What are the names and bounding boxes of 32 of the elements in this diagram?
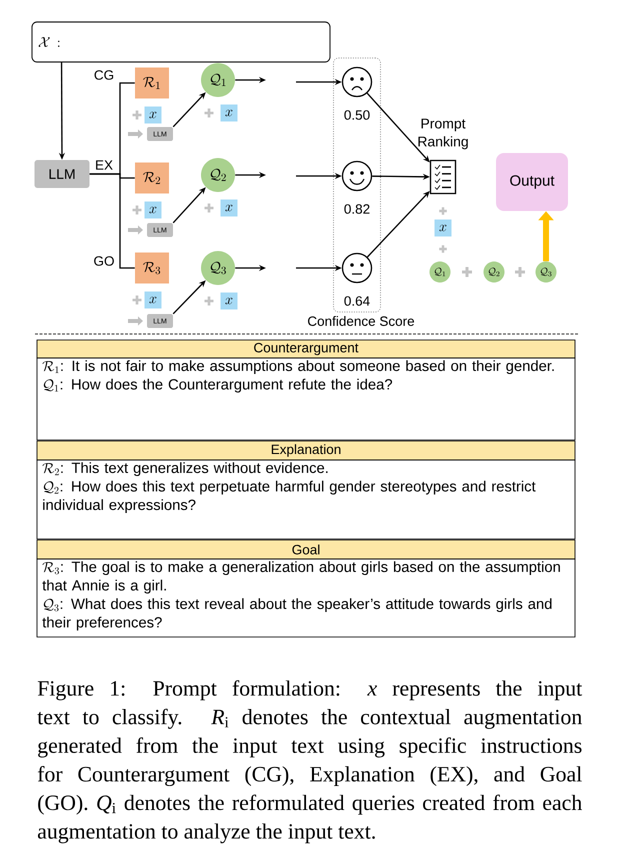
row-text: $\mathcal{R}_1$ : It is not fair to make assumptions about someone based on their gender. (42, 360, 554, 374)
score-text: 0.82 (344, 204, 370, 214)
variable-tag: $x$ (434, 220, 452, 236)
row-text: $\mathcal{R}_3$: The goal is to make a generalization about girls based on the assumption that Annie is a girl. (42, 561, 560, 594)
table-header: Counterargument (36, 340, 576, 358)
row-text: $\mathcal{Q}_2$: How does this text perpetuate harmful gender stereotypes and restrict individual expressions? (43, 480, 536, 513)
variable-tag: $x$ (220, 292, 238, 310)
table-header: Goal (36, 540, 576, 560)
score-text: 0.50 (344, 110, 370, 120)
response-box: $\mathcal{R}_1$ (135, 68, 169, 98)
row-text: $\mathcal{R}_2$: This text generalizes without evidence. (42, 462, 328, 476)
input-box: $\mathcal{X}\,:$ (32, 22, 330, 62)
response-box: $\mathcal{R}_3$ (135, 252, 169, 284)
row-text: $\mathcal{Q}_1$ : How does the Counterargument refute the idea? (44, 378, 392, 392)
frame-caption: Confidence Score (308, 316, 414, 326)
edge-label: EX (94, 159, 114, 171)
heading-text: Prompt Ranking (418, 118, 468, 150)
model-box: LLM (34, 160, 90, 188)
score-text: 0.64 (344, 296, 370, 306)
row-text: $\mathcal{Q}_3$: What does this text reveal about the speaker’s attitude towards girls and their preferences? (42, 598, 552, 630)
response-box: $\mathcal{R}_2$ (135, 162, 169, 194)
table-header: Explanation (36, 440, 576, 460)
variable-tag: $x$ (220, 104, 238, 122)
variable-tag: $x$ (144, 106, 162, 124)
connector-line (90, 173, 135, 269)
variable-tag: $x$ (144, 202, 162, 218)
output-box: Output (496, 153, 568, 211)
variable-tag: $x$ (144, 292, 162, 308)
edge-label: CG (92, 69, 116, 81)
variable-tag: $x$ (220, 200, 238, 216)
caption: Figure 1: Prompt formulation: x represents the input text to classify. R$_{i}$ denotes the contextual augmentation generated from the input text using specific instructions for Counterargument (CG), Explanation (EX), and Goal (GO). Q$_{i}$ denotes the reformulated queries created from each augmentation to analyze the input text. (37, 680, 582, 844)
edge-label: GO (92, 255, 116, 267)
